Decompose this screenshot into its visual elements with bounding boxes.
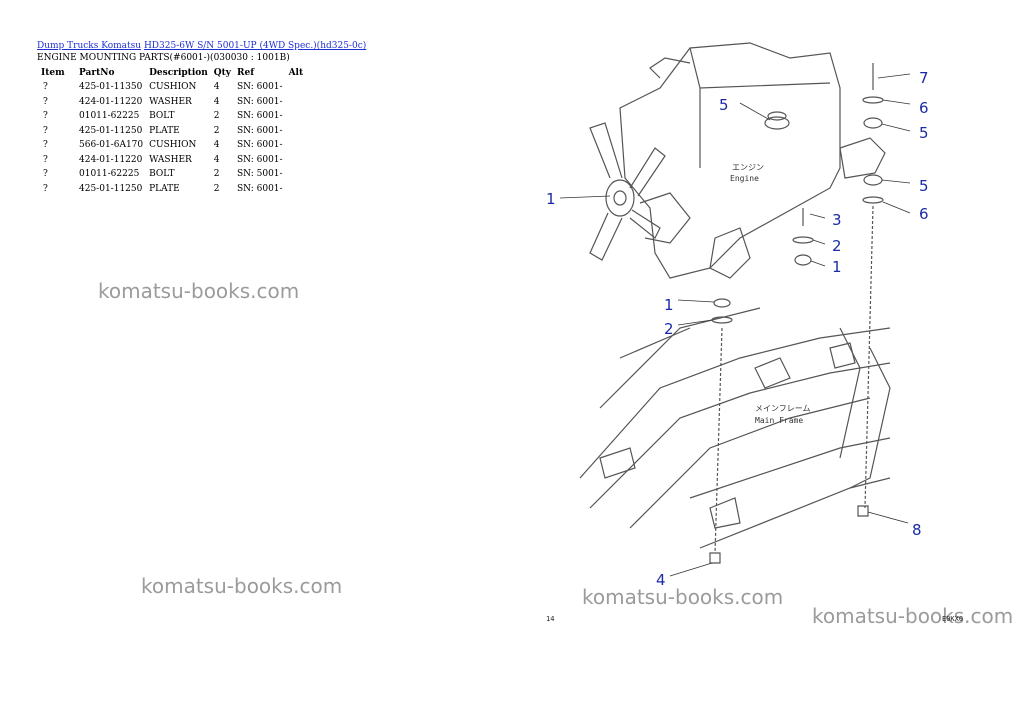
breadcrumb: Dump Trucks Komatsu HD325-6W S/N 5001-UP… xyxy=(37,40,366,52)
watermark: komatsu-books.com xyxy=(98,279,300,303)
header-partno: PartNo xyxy=(79,68,115,78)
cell-qty: 2 xyxy=(213,111,220,122)
engine-label: Engine xyxy=(730,174,759,183)
table-row: ? 566-01-6A170 CUSHION 4 SN: 6001- xyxy=(37,138,306,153)
cell-qty: 4 xyxy=(213,140,220,151)
header-qty: Qty xyxy=(213,68,232,78)
table-row: ? 425-01-11350 CUSHION 4 SN: 6001- xyxy=(37,80,306,95)
table-header-row: Item PartNo Description Qty Ref Alt xyxy=(37,66,306,80)
page-number: 14 xyxy=(546,615,554,623)
header-description: Description xyxy=(149,68,208,78)
cell-ref: SN: 6001- xyxy=(237,96,283,107)
cell-ref: SN: 6001- xyxy=(237,125,283,136)
cell-alt xyxy=(286,153,307,168)
cell-qty: 4 xyxy=(213,96,220,107)
footer-code: E0KX0 xyxy=(942,615,963,623)
callout-4: 4 xyxy=(656,571,666,589)
cell-description: BOLT xyxy=(149,111,175,122)
callout-1: 1 xyxy=(546,190,556,208)
breadcrumb-link-model[interactable]: HD325-6W S/N 5001-UP (4WD Spec.)(hd325-0… xyxy=(143,41,367,51)
cell-ref: SN: 6001- xyxy=(237,154,283,165)
cell-alt xyxy=(286,138,307,153)
cell-description: WASHER xyxy=(149,96,192,107)
cell-alt xyxy=(286,95,307,110)
watermark: komatsu-books.com xyxy=(141,574,343,598)
cell-ref: SN: 6001- xyxy=(237,82,283,93)
cell-ref: SN: 6001- xyxy=(237,140,283,151)
frame-label-jp: メインフレーム xyxy=(755,404,811,413)
main-frame xyxy=(579,327,891,479)
cell-qty: 2 xyxy=(213,169,220,180)
cell-description: CUSHION xyxy=(149,82,197,93)
cell-item: ? xyxy=(43,125,48,136)
engine-mounting-diagram: 1 5 7 6 5 5 6 3 2 1 1 2 4 8 エンジン Engine … xyxy=(546,42,963,623)
cell-qty: 4 xyxy=(213,82,220,93)
cell-partno: 01011-62225 xyxy=(79,169,140,180)
table-row: ? 425-01-11250 PLATE 2 SN: 6001- xyxy=(37,124,306,139)
callout-5: 5 xyxy=(919,124,929,142)
cell-item: ? xyxy=(43,169,48,180)
table-row: ? 01011-62225 BOLT 2 SN: 5001- xyxy=(37,167,306,182)
header-alt: Alt xyxy=(288,68,304,78)
callout-5: 5 xyxy=(719,96,729,114)
cushion-top xyxy=(764,116,790,130)
cell-alt xyxy=(286,124,307,139)
cell-partno: 425-01-11250 xyxy=(79,125,143,136)
cell-item: ? xyxy=(43,154,48,165)
cell-partno: 01011-62225 xyxy=(79,111,140,122)
parts-table: Item PartNo Description Qty Ref Alt ?425… xyxy=(37,66,306,196)
callout-1: 1 xyxy=(664,296,674,314)
cell-partno: 424-01-11220 xyxy=(79,154,143,165)
cell-alt xyxy=(286,167,307,182)
cell-item: ? xyxy=(43,140,48,151)
cell-description: BOLT xyxy=(149,169,175,180)
frame-label: Main Frame xyxy=(755,416,803,425)
watermark: komatsu-books.com xyxy=(812,604,1014,628)
watermark: komatsu-books.com xyxy=(582,585,784,609)
header-item: Item xyxy=(41,68,65,78)
section-title: ENGINE MOUNTING PARTS(#6001-)(030030 : 1… xyxy=(37,53,290,63)
cell-item: ? xyxy=(43,82,48,93)
table-row: ? 424-01-11220 WASHER 4 SN: 6001- xyxy=(37,95,306,110)
callout-3: 3 xyxy=(832,211,842,229)
cell-ref: SN: 6001- xyxy=(237,111,283,122)
cell-description: PLATE xyxy=(149,183,180,194)
cell-partno: 566-01-6A170 xyxy=(79,140,144,151)
header-ref: Ref xyxy=(237,68,255,78)
cell-ref: SN: 6001- xyxy=(237,183,283,194)
cell-item: ? xyxy=(43,183,48,194)
cell-partno: 425-01-11350 xyxy=(79,82,143,93)
callout-6: 6 xyxy=(919,99,929,117)
cell-item: ? xyxy=(43,96,48,107)
cell-qty: 4 xyxy=(213,154,220,165)
cell-alt xyxy=(286,80,307,95)
table-row: ? 425-01-11250 PLATE 2 SN: 6001- xyxy=(37,182,306,197)
cell-alt xyxy=(286,182,307,197)
cell-alt xyxy=(286,109,307,124)
callout-6: 6 xyxy=(919,205,929,223)
callout-2: 2 xyxy=(664,320,674,338)
callout-7: 7 xyxy=(919,69,929,87)
cell-qty: 2 xyxy=(213,125,220,136)
callout-5: 5 xyxy=(919,177,929,195)
cell-partno: 425-01-11250 xyxy=(79,183,143,194)
cell-partno: 424-01-11220 xyxy=(79,96,143,107)
table-row: ? 424-01-11220 WASHER 4 SN: 6001- xyxy=(37,153,306,168)
callout-2: 2 xyxy=(832,237,842,255)
engine-outline xyxy=(619,42,841,279)
cell-ref: SN: 5001- xyxy=(237,169,283,180)
cell-description: CUSHION xyxy=(149,140,197,151)
table-row: ? 01011-62225 BOLT 2 SN: 6001- xyxy=(37,109,306,124)
cell-description: PLATE xyxy=(149,125,180,136)
cell-description: WASHER xyxy=(149,154,192,165)
cell-qty: 2 xyxy=(213,183,220,194)
callout-8: 8 xyxy=(912,521,922,539)
callout-1: 1 xyxy=(832,258,842,276)
fan xyxy=(589,122,666,261)
breadcrumb-link-dump-trucks[interactable]: Dump Trucks Komatsu xyxy=(37,41,142,51)
engine-label-jp: エンジン xyxy=(732,163,764,172)
cell-item: ? xyxy=(43,111,48,122)
